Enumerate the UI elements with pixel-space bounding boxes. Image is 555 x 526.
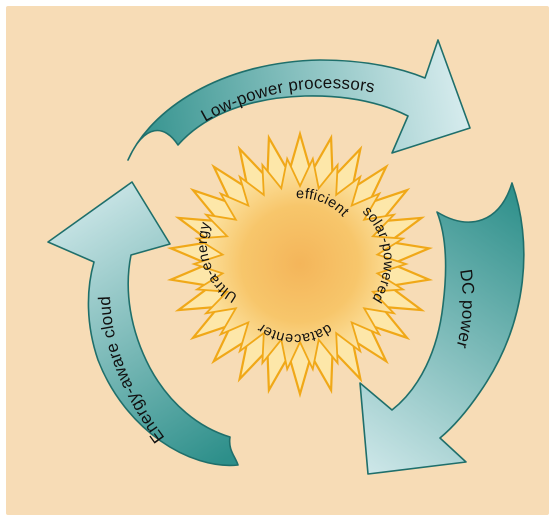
arrow-top-shape — [127, 39, 471, 161]
arrow-dc-power: DC power — [359, 182, 525, 475]
arrow-left-shape — [47, 181, 239, 467]
arrow-right-shape — [359, 182, 525, 475]
sun-emblem: Ultra-energy efficient solar-powered dat… — [166, 130, 434, 398]
sun-inner-rays — [191, 155, 409, 373]
